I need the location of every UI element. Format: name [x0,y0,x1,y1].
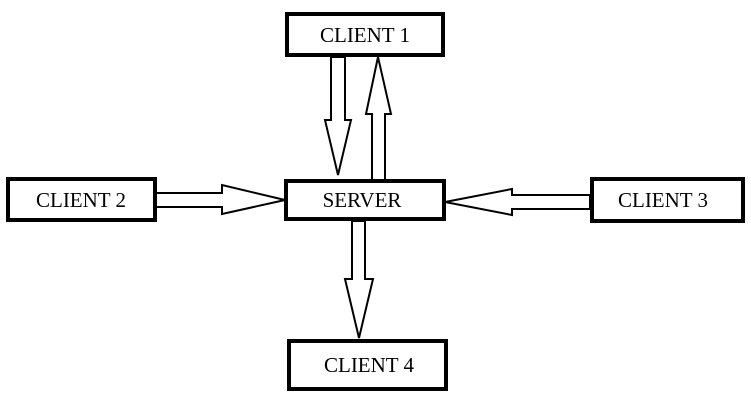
arrow-server-to-client4 [343,220,375,339]
arrow-server-to-client1 [364,56,393,181]
node-client-3: CLIENT 3 [590,177,745,223]
node-label: CLIENT 4 [324,353,415,377]
node-client-2: CLIENT 2 [6,177,157,222]
arrow-client2-to-server [155,183,286,216]
node-client-4: CLIENT 4 [287,339,448,391]
node-server: SERVER [284,179,446,221]
node-label: CLIENT 3 [618,188,708,212]
node-box [590,177,745,223]
node-label: CLIENT 1 [320,23,410,47]
arrow-client3-to-server [444,187,591,217]
node-client-1: CLIENT 1 [285,12,445,57]
node-box [284,179,446,221]
node-box [285,12,445,57]
node-label: CLIENT 2 [36,188,126,212]
arrow-client1-to-server [323,56,353,176]
node-box [287,339,448,391]
node-box [6,177,157,222]
node-label: SERVER [323,188,402,212]
